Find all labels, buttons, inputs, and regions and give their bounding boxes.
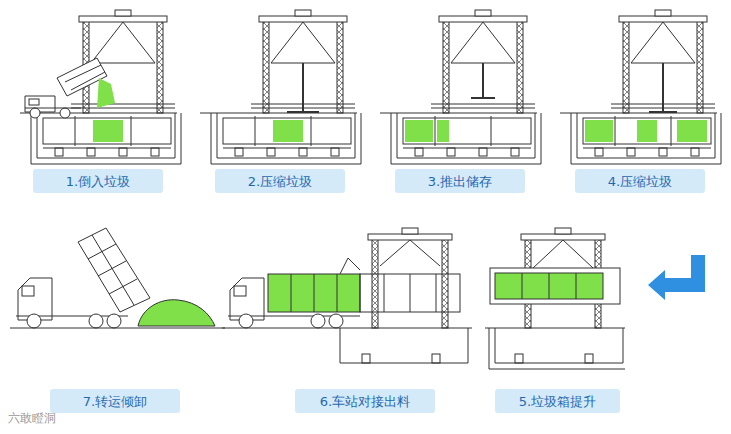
panel-compress: [200, 10, 361, 164]
panel-dump: [20, 10, 181, 164]
caption-text: 6.车站对接出料: [320, 395, 410, 408]
caption-text: 5.垃圾箱提升: [519, 395, 596, 408]
caption-text: 7.转运倾卸: [83, 395, 147, 408]
caption-text: 2.压缩垃圾: [248, 175, 312, 188]
caption-text: 4.压缩垃圾: [608, 175, 672, 188]
caption-box: 2.压缩垃圾: [215, 169, 345, 193]
panel-compress-again: [560, 10, 721, 164]
caption-text: 1.倒入垃圾: [66, 175, 130, 188]
caption-box: 7.转运倾卸: [50, 389, 180, 413]
panel-dock: [222, 228, 472, 363]
flow-arrow: [648, 255, 705, 300]
panel-unload: [10, 228, 225, 328]
panel-lift: [485, 228, 625, 369]
caption-box: 5.垃圾箱提升: [495, 389, 620, 413]
caption-box: 3.推出储存: [395, 169, 525, 193]
caption-text: 3.推出储存: [428, 175, 492, 188]
caption-box: 4.压缩垃圾: [575, 169, 705, 193]
caption-box: 6.车站对接出料: [295, 389, 435, 413]
caption-box: 1.倒入垃圾: [33, 169, 163, 193]
panel-push: [380, 10, 541, 164]
watermark: 六敢瞪洞: [8, 410, 56, 427]
